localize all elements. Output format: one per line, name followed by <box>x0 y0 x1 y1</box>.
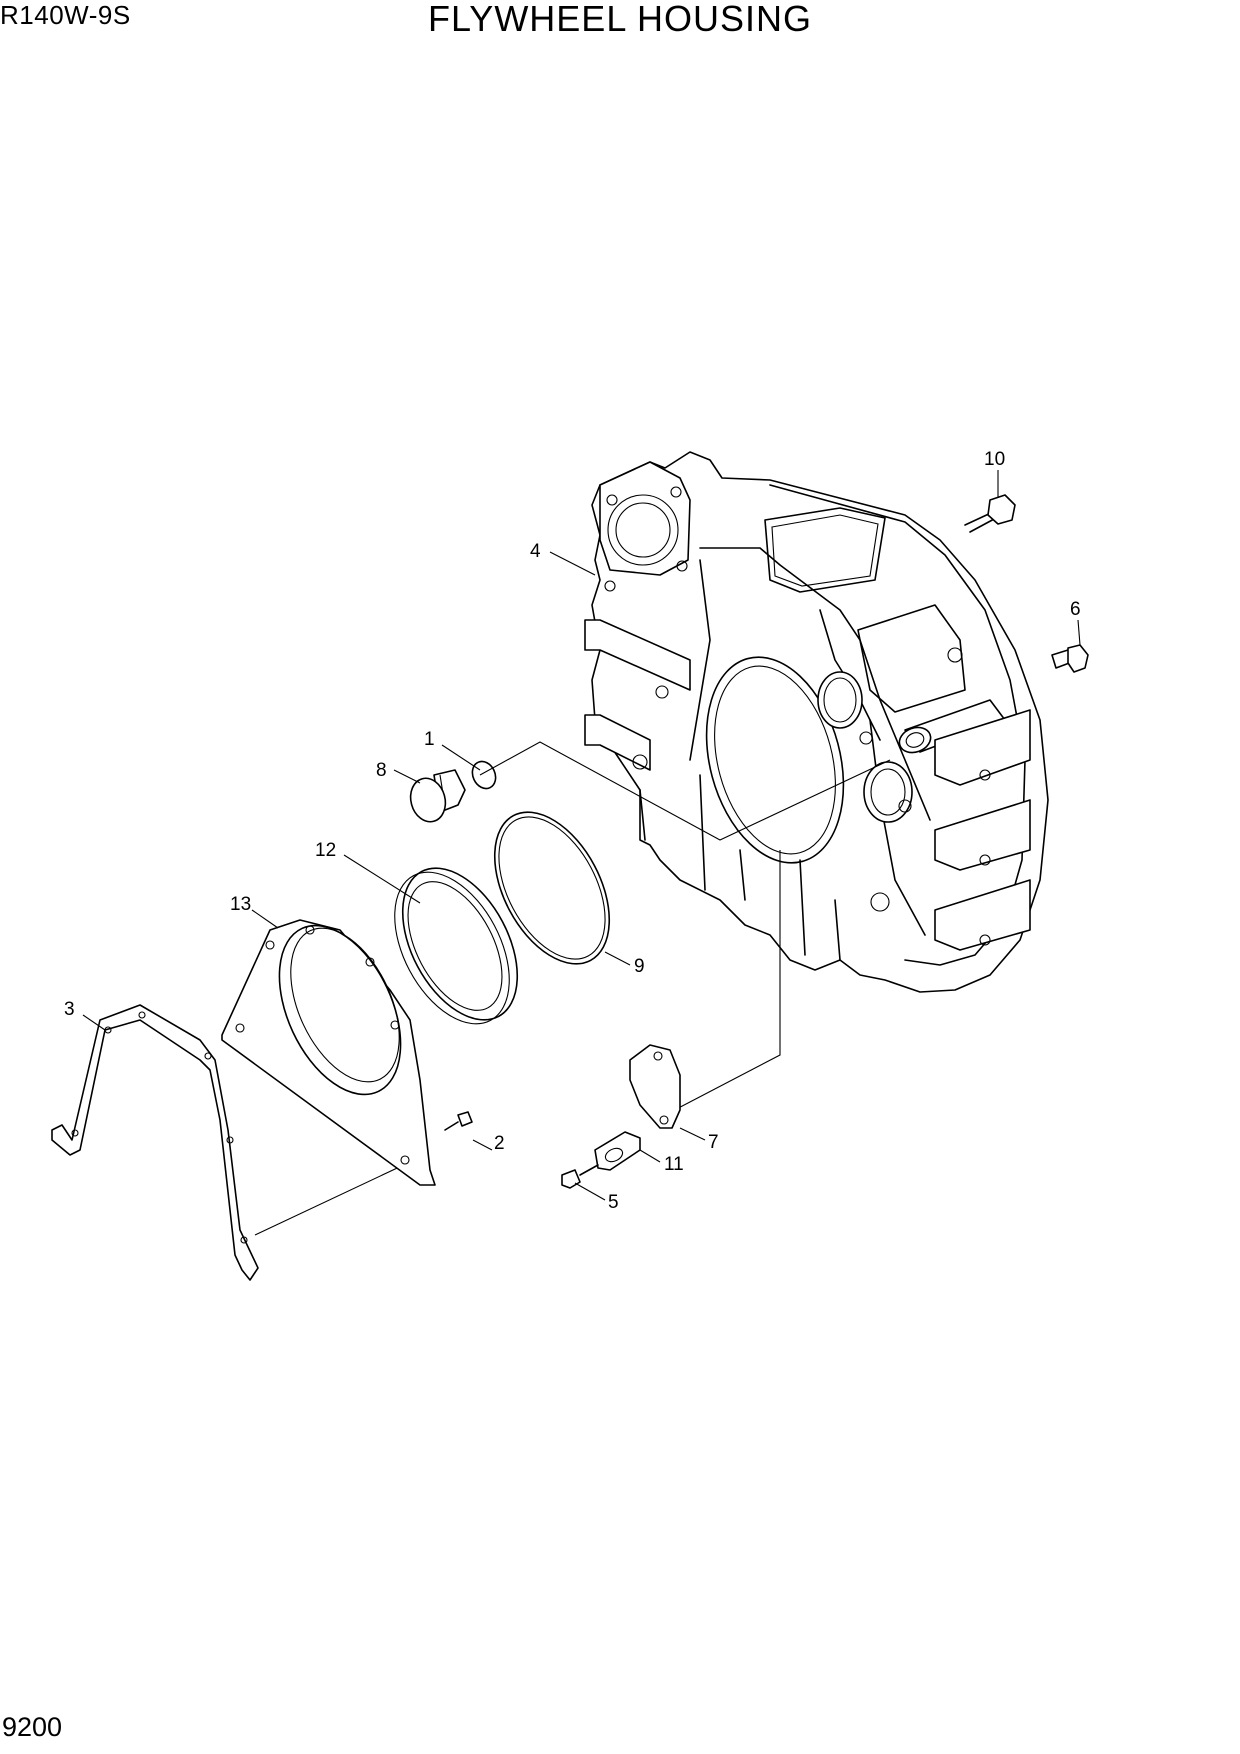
o-ring-large[interactable] <box>471 793 633 983</box>
callout-1: 1 <box>424 729 435 750</box>
plug-housing-side[interactable] <box>1051 644 1089 673</box>
callout-7: 7 <box>708 1132 719 1153</box>
bolt-housing-top[interactable] <box>964 494 1016 533</box>
washer-bracket[interactable] <box>594 1131 641 1171</box>
callout-12: 12 <box>315 840 336 861</box>
callout-3: 3 <box>64 999 75 1020</box>
plug[interactable] <box>406 769 466 826</box>
callout-leaders <box>82 470 1081 1201</box>
page-number: 9200 <box>2 1712 63 1742</box>
flywheel-housing[interactable] <box>584 451 1049 993</box>
page-title: FLYWHEEL HOUSING <box>427 0 813 39</box>
gasket[interactable] <box>51 1004 259 1281</box>
callout-13: 13 <box>230 894 251 915</box>
callout-11: 11 <box>664 1154 684 1175</box>
callout-6: 6 <box>1070 599 1081 620</box>
oil-seal[interactable] <box>371 849 541 1043</box>
seal-housing[interactable] <box>221 906 436 1186</box>
callout-8: 8 <box>376 760 387 781</box>
cover-plate[interactable] <box>629 1044 681 1129</box>
callout-2: 2 <box>494 1133 505 1154</box>
callout-4: 4 <box>530 541 541 562</box>
callout-9: 9 <box>634 956 645 977</box>
callout-labels: 1 2 3 4 5 6 7 8 9 10 11 12 13 <box>64 449 1081 1213</box>
callout-5: 5 <box>608 1192 619 1213</box>
assembly-leader-lines <box>254 741 891 1236</box>
callout-10: 10 <box>984 449 1005 470</box>
model-code: R140W-9S <box>0 0 131 30</box>
bolt-small[interactable] <box>444 1111 473 1131</box>
bolt-lower[interactable] <box>561 1164 599 1189</box>
o-ring-small[interactable] <box>468 758 500 793</box>
